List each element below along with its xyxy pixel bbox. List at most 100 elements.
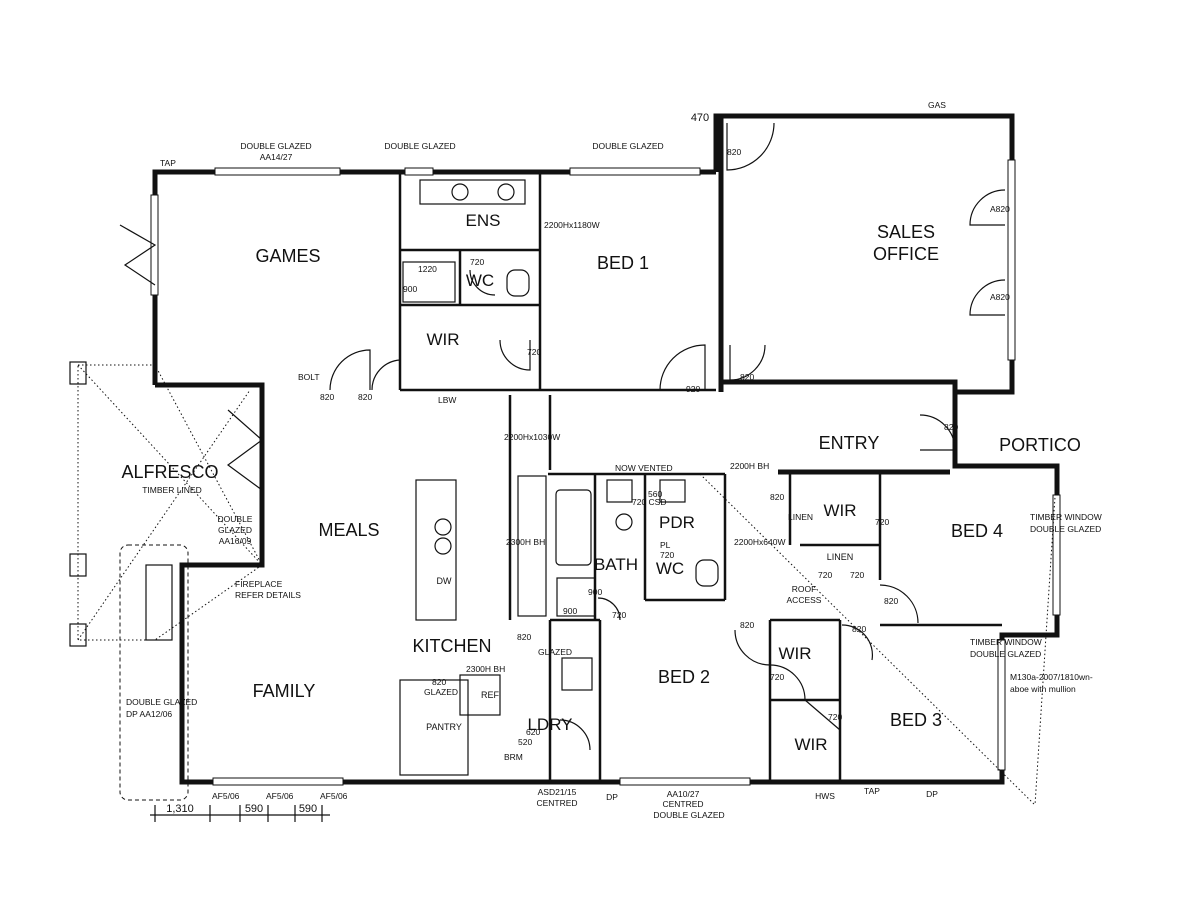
dim-900: 900 <box>403 284 417 294</box>
note-asd: ASD21/15 <box>538 787 577 797</box>
room-label-wir-bed2: WIR <box>778 644 811 663</box>
room-label-bed4: BED 4 <box>951 521 1003 541</box>
dim-720-pl: 720 <box>660 550 674 560</box>
note-centred-1: CENTRED <box>536 798 577 808</box>
note-af506-1: AF5/06 <box>212 791 240 801</box>
note-roof-2: ACCESS <box>787 595 822 605</box>
room-label-ldry: LDRY <box>527 715 572 734</box>
room-label-wir-ens: WIR <box>426 330 459 349</box>
room-label-entry: ENTRY <box>819 433 880 453</box>
room-label-pdr: PDR <box>659 513 695 532</box>
note-dp-left-2: DP AA12/06 <box>126 709 172 719</box>
dim-820-bed4a: 820 <box>770 492 784 502</box>
dim-820-b4b: 820 <box>884 596 898 606</box>
wall-north-main <box>152 169 716 385</box>
note-aa16-09: AA16/09 <box>219 536 252 546</box>
dim-720-b3wir: 720 <box>828 712 842 722</box>
dim-a820-1: A820 <box>990 204 1010 214</box>
note-fireplace: FIREPLACE <box>235 579 283 589</box>
room-label-wc-ens: WC <box>466 271 494 290</box>
note-k-glazed: GLAZED <box>538 647 572 657</box>
dim-1220: 1220 <box>418 264 437 274</box>
dim-820-a: 820 <box>320 392 334 402</box>
dim-720-bath: 720 <box>612 610 626 620</box>
dim-720-b2wir: 720 <box>770 672 784 682</box>
dim-820-b2: 820 <box>740 620 754 630</box>
wall-south <box>600 392 1060 785</box>
room-label-games: GAMES <box>255 246 320 266</box>
note-bolt: BOLT <box>298 372 320 382</box>
dim-920: 920 <box>686 384 700 394</box>
note-linen-b: LINEN <box>827 552 854 562</box>
dim-720-wir: 720 <box>527 347 541 357</box>
note-m-2: aboe with mullion <box>1010 684 1076 694</box>
note-meals-head: 2200Hx1030W <box>504 432 560 442</box>
note-timber-lined: TIMBER LINED <box>142 485 202 495</box>
room-label-bed3: BED 3 <box>890 710 942 730</box>
note-720-csd: 720 CSD <box>632 497 667 507</box>
dim-620: 620 <box>526 727 540 737</box>
dim-900-bath: 900 <box>588 587 602 597</box>
dim-720-l1: 720 <box>818 570 832 580</box>
note-linen-a: LINEN <box>788 512 813 522</box>
room-label-kitchen: KITCHEN <box>412 636 491 656</box>
dim-820-b: 820 <box>358 392 372 402</box>
room-label-wir-bed3: WIR <box>794 735 827 754</box>
dim-820-pantry: 820 <box>432 677 446 687</box>
note-pl: PL <box>660 540 671 550</box>
note-ref: REF <box>481 690 500 700</box>
door-swings <box>119 122 1006 751</box>
note-brm: BRM <box>504 752 523 762</box>
dim-590-1: 590 <box>245 803 263 815</box>
note-tap-bottom: TAP <box>864 786 880 796</box>
room-label-sales-2: OFFICE <box>873 244 939 264</box>
note-m-1: M130a-2007/1810wn- <box>1010 672 1093 682</box>
note-k-2300bh-2: 2300H BH <box>466 664 505 674</box>
room-label-alfresco: ALFRESCO <box>121 462 218 482</box>
dim-820-glazed: 820 <box>517 632 531 642</box>
note-dp-right: DP <box>926 789 938 799</box>
dim-820-so: 820 <box>740 372 754 382</box>
note-aa14-27: AA14/27 <box>260 152 293 162</box>
note-af506-3: AF5/06 <box>320 791 348 801</box>
room-label-portico: PORTICO <box>999 435 1081 455</box>
room-label-bath: BATH <box>594 555 638 574</box>
note-ens-head: 2200Hx1180W <box>544 220 600 230</box>
dim-820-ens: 820 <box>727 147 741 157</box>
room-label-family: FAMILY <box>253 681 316 701</box>
note-lbw: LBW <box>438 395 456 405</box>
note-now-vented: NOW VENTED <box>615 463 673 473</box>
dim-1310: 1,310 <box>166 803 194 815</box>
note-timber-window: TIMBER WINDOW <box>1030 512 1102 522</box>
note-k-2300bh: 2300H BH <box>506 537 545 547</box>
note-hws: HWS <box>815 791 835 801</box>
annotations: DOUBLE GLAZED AA14/27 DOUBLE GLAZED DOUB… <box>126 100 1102 820</box>
outdoor-dotted <box>69 361 1058 806</box>
room-label-bed2: BED 2 <box>658 667 710 687</box>
note-double-glazed-1: DOUBLE GLAZED <box>240 141 311 151</box>
note-pantry-glazed: GLAZED <box>424 687 458 697</box>
room-label-ens: ENS <box>466 211 501 230</box>
room-labels: GAMES ENS BED 1 SALES OFFICE ALFRESCO ME… <box>121 211 1080 754</box>
note-roof-1: ROOF <box>792 584 817 594</box>
note-dp-mid: DP <box>606 792 618 802</box>
note-refer-details: REFER DETAILS <box>235 590 301 600</box>
note-aa10-27: AA10/27 <box>667 789 700 799</box>
room-label-wc-bath: WC <box>656 559 684 578</box>
note-tap-top: TAP <box>160 158 176 168</box>
note-entry-head: 2200H BH <box>730 461 769 471</box>
note-dw: DW <box>437 576 452 586</box>
room-label-wir-bed4: WIR <box>823 501 856 520</box>
note-gas: GAS <box>928 100 946 110</box>
dim-560: 560 <box>648 489 662 499</box>
note-double-glazed-2: DOUBLE GLAZED <box>384 141 455 151</box>
note-centred-2: CENTRED <box>662 799 703 809</box>
note-timber-window-2: TIMBER WINDOW <box>970 637 1042 647</box>
dim-720-l2: 720 <box>850 570 864 580</box>
note-double: DOUBLE <box>218 514 253 524</box>
dim-820-b3: 820 <box>852 624 866 634</box>
note-double-glazed-bottom: DOUBLE GLAZED <box>653 810 724 820</box>
internal-walls <box>398 172 1002 782</box>
fixtures <box>145 179 719 776</box>
wall-sales-office <box>713 113 1015 395</box>
